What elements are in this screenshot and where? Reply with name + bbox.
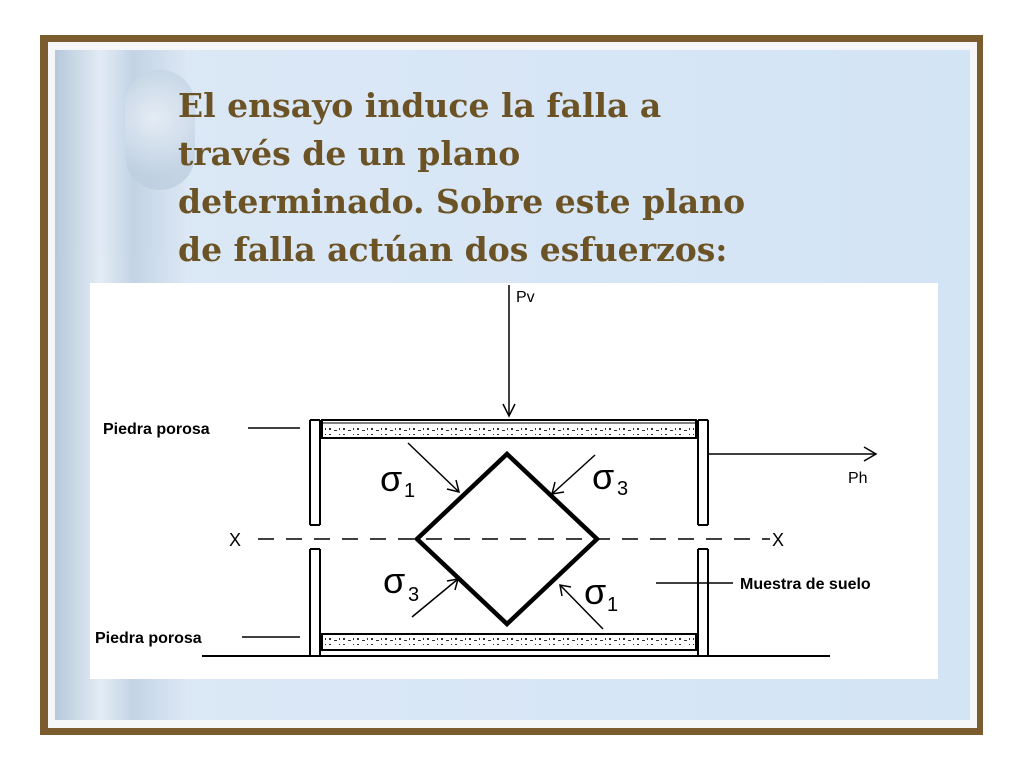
axis-label-left: X [229, 530, 241, 550]
porous-stone-bottom-label: Piedra porosa [95, 630, 202, 647]
stress-sigma1-top-left: σ 1 [380, 458, 415, 502]
stress-sigma3-bottom-left: σ 3 [383, 560, 419, 606]
stress-subscript: 1 [404, 480, 415, 502]
stress-subscript: 1 [607, 594, 618, 616]
shear-test-diagram: Pv Ph Piedra porosa Piedra porosa Muestr… [90, 283, 938, 679]
porous-stone-top [321, 419, 697, 439]
porous-stone-top-label: Piedra porosa [103, 421, 210, 438]
stress-arrows [407, 442, 604, 630]
stress-sigma-symbol: σ [380, 458, 402, 499]
stress-sigma1-bottom-right: σ 1 [584, 571, 618, 616]
shear-box [309, 419, 709, 655]
stress-sigma-symbol: σ [592, 456, 614, 497]
stress-sigma-symbol: σ [584, 571, 606, 612]
porous-stone-bottom [321, 633, 697, 651]
stress-sigma3-top-right: σ 3 [592, 456, 628, 500]
horizontal-load-label: Ph [848, 470, 868, 487]
axis-label-right: X [772, 530, 784, 550]
horizontal-load-arrow [709, 446, 878, 462]
vertical-load-arrow [502, 285, 516, 418]
stress-sigma-symbol: σ [383, 560, 405, 601]
stress-subscript: 3 [617, 478, 628, 500]
stress-subscript: 3 [408, 584, 419, 606]
stress-element-diamond [413, 450, 601, 628]
slide-heading: El ensayo induce la falla a través de un… [178, 86, 746, 269]
soil-sample-label: Muestra de suelo [740, 576, 871, 593]
vertical-load-label: Pv [516, 289, 535, 306]
